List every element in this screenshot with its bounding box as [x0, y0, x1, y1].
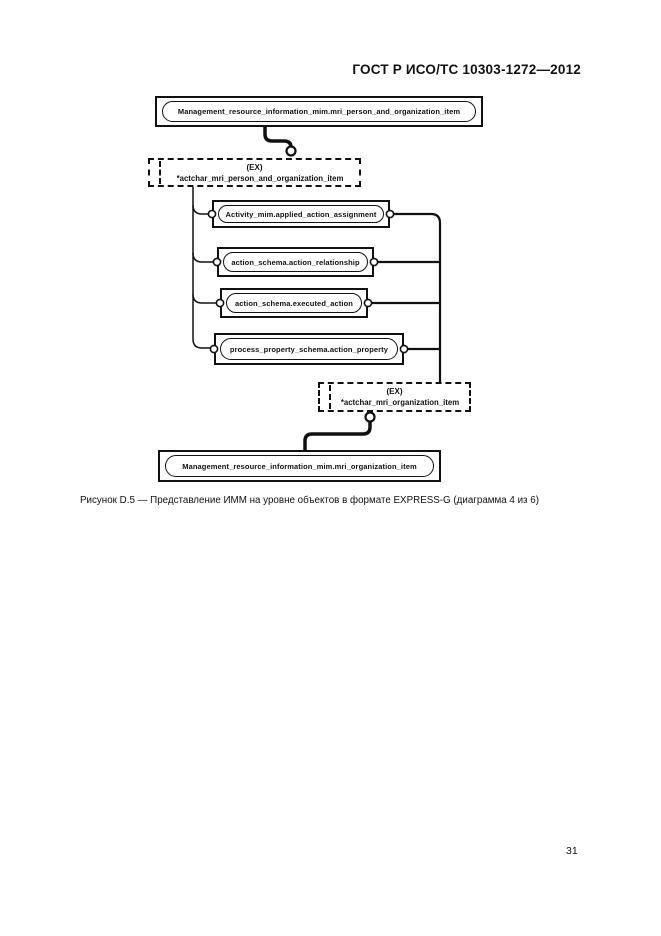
document-header: ГОСТ Р ИСО/ТС 10303-1272—2012 [352, 62, 581, 77]
ref-box-divider [159, 161, 161, 184]
entity-label: Activity_mim.applied_action_assignment [225, 209, 377, 219]
ref-label: *actchar_mri_organization_item [340, 398, 460, 407]
entity-box-applied-action-assignment: Activity_mim.applied_action_assignment [212, 200, 390, 228]
connector-top-thick-line [263, 127, 293, 148]
entity-label: action_schema.executed_action [235, 298, 353, 308]
entity-box-action-relationship: action_schema.action_relationship [217, 247, 374, 277]
ref-tag: (EX) [386, 387, 403, 396]
ref-box-divider [329, 385, 331, 409]
entity-stadium: Activity_mim.applied_action_assignment [218, 205, 384, 223]
ref-tag: (EX) [246, 163, 263, 172]
entity-stadium: action_schema.action_relationship [223, 252, 368, 272]
entity-box-executed-action: action_schema.executed_action [220, 288, 368, 318]
connector-bottom-thick-line [303, 421, 372, 450]
entity-box-mri-person-and-organization-item: Management_resource_information_mim.mri_… [155, 96, 483, 127]
ref-label: *actchar_mri_person_and_organization_ite… [176, 174, 344, 183]
entity-stadium: Management_resource_information_mim.mri_… [165, 455, 434, 477]
left-branch-line-1 [192, 204, 208, 215]
connector-circle-bottom [364, 411, 376, 423]
entity-label: process_property_schema.action_property [229, 344, 389, 354]
left-branch-line-3 [192, 293, 216, 304]
entity-box-action-property: process_property_schema.action_property [214, 333, 404, 365]
figure-caption: Рисунок D.5 — Представление ИММ на уровн… [80, 495, 539, 506]
entity-label: action_schema.action_relationship [231, 257, 360, 267]
entity-box-mri-organization-item: Management_resource_information_mim.mri_… [158, 450, 441, 482]
left-branch-line-2 [192, 252, 213, 263]
entity-stadium: action_schema.executed_action [226, 293, 362, 313]
ref-box-actchar-mri-organization-item: (EX) *actchar_mri_organization_item [318, 382, 471, 412]
entity-stadium: Management_resource_information_mim.mri_… [162, 101, 476, 122]
entity-stadium: process_property_schema.action_property [220, 338, 398, 360]
entity-label: Management_resource_information_mim.mri_… [177, 107, 461, 116]
page-number: 31 [566, 845, 578, 857]
left-trunk-line [192, 186, 210, 349]
connector-circle-top [285, 145, 297, 157]
ref-box-actchar-mri-person-and-organization-item: (EX) *actchar_mri_person_and_organizatio… [148, 158, 361, 187]
entity-label: Management_resource_information_mim.mri_… [182, 461, 417, 471]
